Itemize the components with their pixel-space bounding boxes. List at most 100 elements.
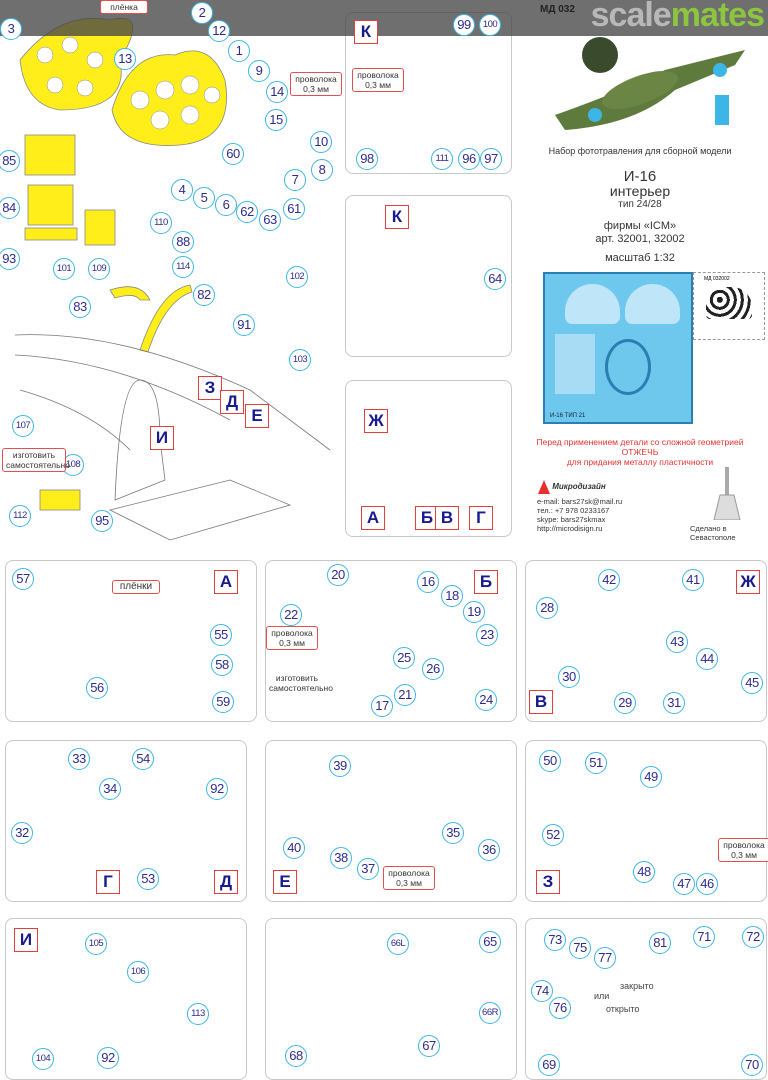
part-callout: 37: [357, 858, 379, 880]
part-callout: 60: [222, 143, 244, 165]
part-callout: 28: [536, 597, 558, 619]
part-callout: 41: [682, 569, 704, 591]
panel-g-d: [5, 740, 247, 902]
part-callout: 35: [442, 822, 464, 844]
scalemates-logo: scalemates: [591, 0, 765, 35]
part-callout: 47: [673, 873, 695, 895]
contacts: e-mail: bars27sk@mail.ru тел.: +7 978 02…: [537, 497, 622, 533]
step-letter: В: [435, 506, 459, 530]
warning-line3: для придания металлу пластичности: [566, 457, 714, 467]
part-callout: 110: [150, 212, 172, 234]
part-callout: 75: [569, 937, 591, 959]
fret-preview: И-16 ТИП 21: [543, 272, 693, 424]
kit-maker: фирмы «ICM»: [603, 220, 677, 232]
wire-tag: проволока 0,3 мм: [290, 72, 342, 96]
box-84: [27, 184, 74, 226]
part-callout: 70: [741, 1054, 763, 1076]
part-callout: 111: [431, 148, 453, 170]
plate-101: [84, 209, 116, 246]
step-letter: И: [14, 928, 38, 952]
kit-art: арт. 32001, 32002: [595, 233, 685, 245]
part-callout: 69: [538, 1054, 560, 1076]
part-callout: 109: [88, 258, 110, 280]
part-callout: 65: [479, 931, 501, 953]
step-letter: Б: [474, 570, 498, 594]
contact-phone: тел.: +7 978 0233167: [537, 506, 610, 515]
part-callout: 23: [476, 624, 498, 646]
part-callout: 103: [289, 349, 311, 371]
part-callout: 106: [127, 961, 149, 983]
part-callout: 71: [693, 926, 715, 948]
part-callout: 97: [480, 148, 502, 170]
part-callout: 52: [542, 824, 564, 846]
kit-line3: тип 24/28: [618, 199, 662, 210]
contact-email[interactable]: e-mail: bars27sk@mail.ru: [537, 497, 623, 506]
part-callout: 5: [193, 187, 215, 209]
kit-subtitle: Набор фототравления для сборной модели: [548, 146, 732, 156]
part-callout: 42: [598, 569, 620, 591]
part-callout: 6: [215, 194, 237, 216]
step-letter: Ж: [364, 409, 388, 433]
box-85: [24, 134, 76, 176]
part-callout: 17: [371, 695, 393, 717]
part-callout: 49: [640, 766, 662, 788]
part-callout: 112: [9, 505, 31, 527]
fret-label: И-16 ТИП 21: [550, 413, 586, 419]
kit-scale: масштаб 1:32: [605, 252, 675, 264]
made-in: Сделано в Севастополе: [690, 524, 736, 542]
part-callout: 12: [208, 20, 230, 42]
part-callout: 88: [172, 231, 194, 253]
panel-zh-v: [525, 560, 767, 722]
part-callout: 53: [137, 868, 159, 890]
part-callout: 62: [236, 201, 258, 223]
part-callout: 59: [212, 691, 234, 713]
part-callout: 31: [663, 692, 685, 714]
part-callout: 92: [206, 778, 228, 800]
part-callout: 20: [327, 564, 349, 586]
part-callout: 22: [280, 604, 302, 626]
part-callout: 77: [594, 947, 616, 969]
part-callout: 104: [32, 1048, 54, 1070]
part-callout: 44: [696, 648, 718, 670]
part-callout: 48: [633, 861, 655, 883]
part-callout: 66L: [387, 933, 409, 955]
part-callout: 38: [330, 847, 352, 869]
part-callout: 102: [286, 266, 308, 288]
sheet-code: МД 032: [540, 4, 575, 15]
brand-logo: Микродизайн: [538, 480, 606, 494]
films-tag: плёнки: [112, 580, 160, 594]
part-callout: 1: [228, 40, 250, 62]
part-callout: 105: [85, 933, 107, 955]
part-callout: 7: [284, 169, 306, 191]
part-callout: 57: [12, 568, 34, 590]
part-callout: 8: [311, 159, 333, 181]
part-callout: 3: [0, 18, 22, 40]
part-callout: 72: [742, 926, 764, 948]
step-letter: В: [529, 690, 553, 714]
part-callout: 24: [475, 689, 497, 711]
wire-tag: проволока 0,3 мм: [352, 68, 404, 92]
part-callout: 113: [187, 1003, 209, 1025]
part-callout: 54: [132, 748, 154, 770]
part-callout: 45: [741, 672, 763, 694]
wire-tag: проволока 0,3 мм: [718, 838, 768, 862]
kit-line2: интерьер: [609, 183, 671, 199]
part-callout: 14: [266, 81, 288, 103]
contact-website[interactable]: http://microdisign.ru: [537, 524, 603, 533]
frame-82: [139, 284, 193, 353]
part-callout: 33: [68, 748, 90, 770]
part-callout: 40: [283, 837, 305, 859]
or-note: или: [594, 991, 610, 1001]
logo-mates: mates: [670, 0, 765, 34]
frame-83: [109, 286, 151, 301]
part-callout: 81: [649, 932, 671, 954]
step-letter: З: [198, 376, 222, 400]
part-callout: 46: [696, 873, 718, 895]
part-callout: 15: [265, 109, 287, 131]
monument-icon: [712, 465, 742, 521]
part-callout: 76: [549, 997, 571, 1019]
part-callout: 51: [585, 752, 607, 774]
step-letter: Е: [273, 870, 297, 894]
part-callout: 58: [211, 654, 233, 676]
